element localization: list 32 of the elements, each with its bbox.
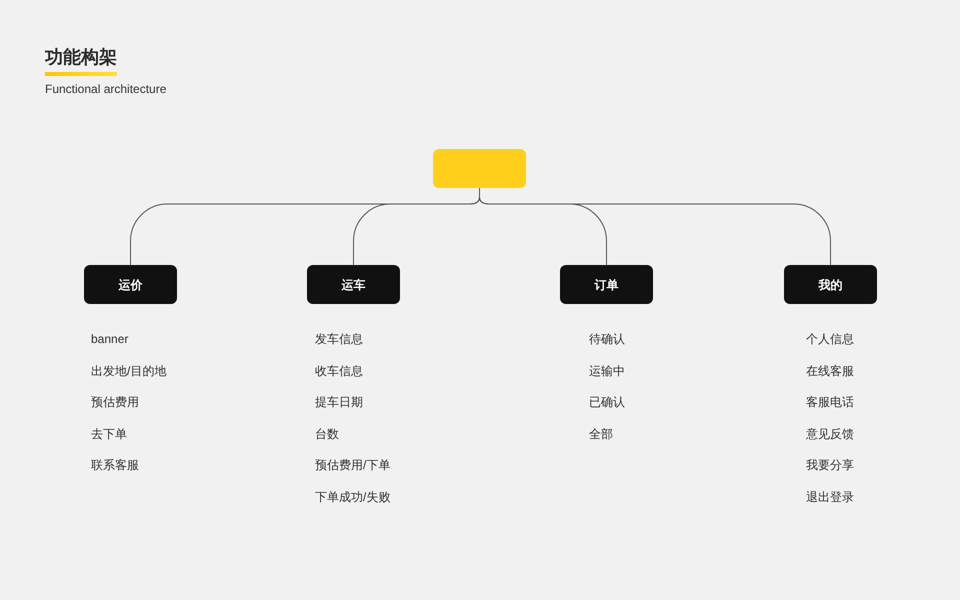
feature-item: 退出登录: [806, 488, 854, 506]
feature-item: 收车信息: [315, 362, 363, 380]
root-box: [433, 149, 526, 188]
category-label: 运车: [342, 276, 366, 292]
feature-item: 个人信息: [806, 331, 854, 348]
category-box: [84, 265, 177, 304]
feature-item: 我要分享: [806, 457, 854, 474]
feature-item: 去下单: [91, 426, 127, 442]
feature-item: 运输中: [589, 362, 625, 380]
page-title: 功能构架: [45, 46, 117, 69]
feature-item: 台数: [315, 426, 339, 442]
feature-item: 发车信息: [315, 331, 363, 348]
feature-item: 在线客服: [806, 362, 854, 380]
feature-item: 提车日期: [315, 394, 363, 411]
subtitle-text: Functional architecture: [45, 81, 166, 97]
feature-item: 预估费用/下单: [315, 457, 390, 474]
feature-item: 已确认: [589, 394, 625, 411]
feature-item: banner: [91, 331, 128, 348]
category-box: [784, 265, 877, 304]
category-label: 运价: [118, 276, 142, 292]
feature-item: 预估费用: [91, 394, 139, 411]
feature-item: 客服电话: [806, 394, 854, 411]
category-label: 订单: [594, 276, 618, 292]
category-box: [560, 265, 653, 304]
feature-item: 出发地/目的地: [91, 362, 166, 380]
category-label: 我的: [818, 276, 842, 292]
feature-item: 下单成功/失败: [315, 488, 390, 506]
feature-item: 待确认: [589, 331, 625, 348]
category-box: [307, 265, 400, 304]
feature-item: 联系客服: [91, 457, 139, 474]
feature-item: 意见反馈: [806, 426, 854, 442]
feature-item: 全部: [589, 426, 613, 442]
